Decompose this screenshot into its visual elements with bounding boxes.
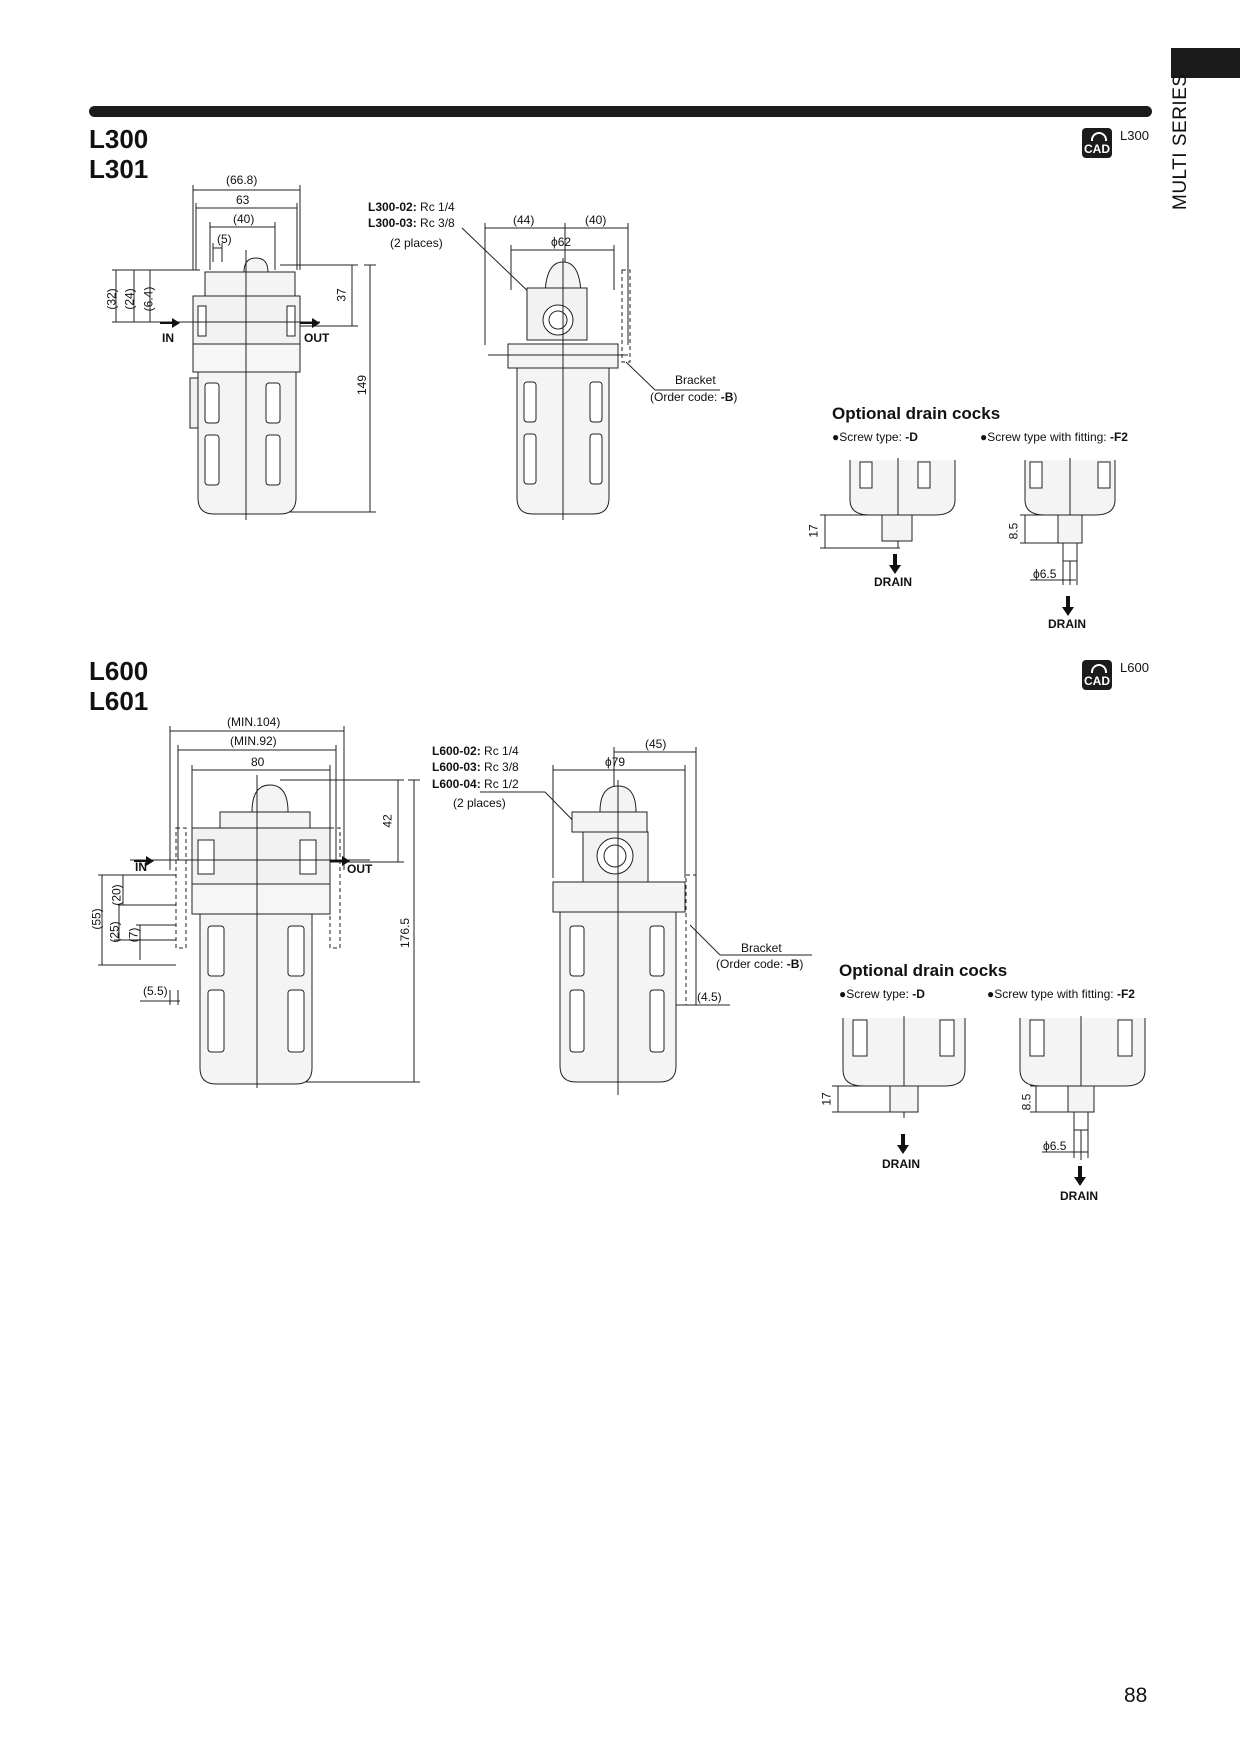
bracket-order-suffix: ) <box>733 390 738 404</box>
port-code: L600-02: <box>432 744 481 758</box>
drain-dim-dia: ϕ6.5 <box>1043 1139 1067 1153</box>
dim-port-offset: (5) <box>217 232 232 246</box>
dim-5-5: (5.5) <box>143 984 168 998</box>
flow-in-label: IN <box>162 331 174 345</box>
port-size: Rc 3/8 <box>484 760 519 774</box>
bracket-label: Bracket <box>675 373 716 387</box>
bracket-order-prefix: (Order code: <box>650 390 721 404</box>
dim-overall-width: (66.8) <box>226 173 258 187</box>
bracket-label: Bracket <box>741 941 782 955</box>
port-spec-l600-02: L600-02: Rc 1/4 <box>432 744 519 758</box>
port-places: (2 places) <box>453 796 506 810</box>
drain-option-code: -F2 <box>1109 430 1128 444</box>
port-code: L600-03: <box>432 760 481 774</box>
dim-diameter: ϕ62 <box>551 235 572 249</box>
cad-icon[interactable]: CAD <box>1082 128 1112 158</box>
drain-option-screw: ●Screw type: -D <box>832 430 918 444</box>
dim-diameter: ϕ79 <box>605 755 626 769</box>
port-size: Rc 1/4 <box>420 200 455 214</box>
flow-out-label: OUT <box>347 862 373 876</box>
drain-option-code: -D <box>912 987 925 1001</box>
port-code: L300-03: <box>368 216 417 230</box>
port-places: (2 places) <box>390 236 443 250</box>
drain-dim-dia: ϕ6.5 <box>1033 567 1057 581</box>
model-title-l300: L300 <box>89 124 149 154</box>
drain-option-screw: ●Screw type: -D <box>839 987 925 1001</box>
header-rule <box>89 106 1152 117</box>
drain-cocks-heading: Optional drain cocks <box>832 404 1001 423</box>
dim-cap-width: (40) <box>233 212 255 226</box>
page-number: 88 <box>1124 1684 1148 1707</box>
model-title-l601: L601 <box>89 686 149 716</box>
cad-model-label: L300 <box>1120 128 1149 143</box>
bracket-order-code: -B <box>720 390 734 404</box>
bracket-order-prefix: (Order code: <box>716 957 787 971</box>
cad-model-label: L600 <box>1120 660 1149 675</box>
bracket-order: (Order code: -B) <box>716 957 803 971</box>
drain-option-text: Screw type: <box>839 430 906 444</box>
dim-side-left: (44) <box>513 213 535 227</box>
drain-option-fitting: ●Screw type with fitting: -F2 <box>987 987 1135 1001</box>
dim-min-92: (MIN.92) <box>230 734 277 748</box>
cad-icon[interactable]: CAD <box>1082 660 1112 690</box>
port-spec-l600-04: L600-04: Rc 1/2 <box>432 777 519 791</box>
port-spec-l300-02: L300-02: Rc 1/4 <box>368 200 455 214</box>
drain-option-text: Screw type with fitting: <box>987 430 1110 444</box>
bracket-order-suffix: ) <box>799 957 804 971</box>
dim-side-45: (45) <box>645 737 667 751</box>
cad-icon-label: CAD <box>1084 674 1110 688</box>
port-size: Rc 1/2 <box>484 777 519 791</box>
drain-dim-8-5: 8.5 <box>1019 1093 1034 1111</box>
drain-cocks-heading: Optional drain cocks <box>839 961 1008 980</box>
drain-option-code: -D <box>905 430 918 444</box>
port-spec-l300-03: L300-03: Rc 3/8 <box>368 216 455 230</box>
model-title-l301: L301 <box>89 154 149 184</box>
dim-side-right: (40) <box>585 213 607 227</box>
bracket-order: (Order code: -B) <box>650 390 737 404</box>
port-spec-l600-03: L600-03: Rc 3/8 <box>432 760 519 774</box>
drain-label-screw: DRAIN <box>874 575 912 589</box>
drain-option-text: Screw type with fitting: <box>994 987 1117 1001</box>
port-code: L300-02: <box>368 200 417 214</box>
dim-80: 80 <box>251 755 265 769</box>
flow-in-label: IN <box>135 860 147 874</box>
dim-min-104: (MIN.104) <box>227 715 281 729</box>
drain-label-fitting: DRAIN <box>1060 1189 1098 1203</box>
drain-dim-17: 17 <box>819 1092 834 1106</box>
drain-label-screw: DRAIN <box>882 1157 920 1171</box>
drain-option-code: -F2 <box>1116 987 1135 1001</box>
drain-option-text: Screw type: <box>846 987 913 1001</box>
dim-4-5: (4.5) <box>697 990 722 1004</box>
drain-label-fitting: DRAIN <box>1048 617 1086 631</box>
port-code: L600-04: <box>432 777 481 791</box>
port-size: Rc 3/8 <box>420 216 455 230</box>
bracket-order-code: -B <box>786 957 800 971</box>
dim-body-width: 63 <box>236 193 250 207</box>
cad-icon-label: CAD <box>1084 142 1110 156</box>
port-size: Rc 1/4 <box>484 744 519 758</box>
section-tab-marker <box>1171 48 1240 78</box>
flow-out-label: OUT <box>304 331 330 345</box>
model-title-l600: L600 <box>89 656 149 686</box>
drain-option-fitting: ●Screw type with fitting: -F2 <box>980 430 1128 444</box>
